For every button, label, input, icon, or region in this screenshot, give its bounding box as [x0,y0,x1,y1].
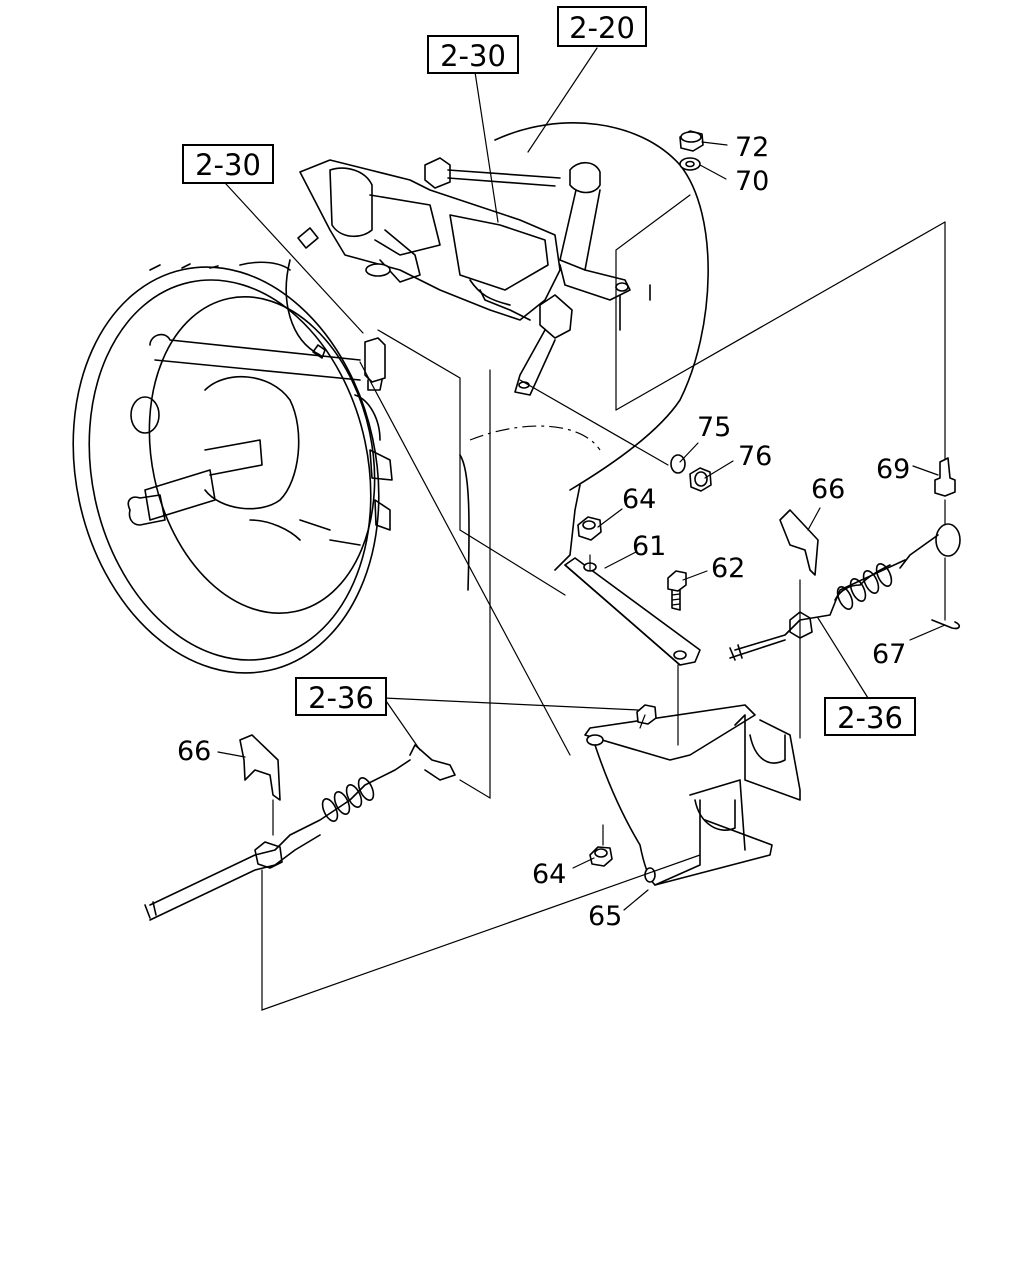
part-numbers: 72 70 75 76 69 64 66 61 62 67 66 64 65 [177,132,910,932]
callout-2-36-right: 2-36 [824,697,916,736]
part-number-62: 62 [711,553,745,584]
part-number-66-right: 66 [811,474,845,505]
callout-2-30-top-label: 2-30 [440,39,506,73]
part-number-72: 72 [735,132,769,163]
callout-2-36-left-label: 2-36 [308,681,374,715]
part-number-64-bottom: 64 [532,859,566,890]
callout-2-20-label: 2-20 [569,11,635,45]
part-number-76: 76 [738,441,772,472]
part-number-66-left: 66 [177,736,211,767]
part-number-69: 69 [876,454,910,485]
callout-2-30-left-label: 2-30 [195,148,261,182]
flywheel-assembly [72,263,393,674]
callout-2-36-left: 2-36 [295,677,387,716]
leader-lines [217,47,946,1011]
part-number-67: 67 [872,639,906,670]
part-number-65: 65 [588,901,622,932]
callout-2-20: 2-20 [557,6,647,47]
part-number-75: 75 [697,412,731,443]
part-number-70: 70 [735,166,769,197]
reference-callouts: 2-20 2-30 2-30 2-36 2-36 [182,6,916,736]
hardware-parts [577,130,961,867]
part-number-64-top: 64 [622,484,656,515]
transmission-housing [239,122,709,591]
cable-left [144,734,456,921]
part-number-61: 61 [632,531,666,562]
callout-2-30-top: 2-30 [427,35,519,74]
callout-2-30-left: 2-30 [182,144,274,184]
callout-2-36-right-label: 2-36 [837,701,903,735]
cable-right [729,509,961,661]
